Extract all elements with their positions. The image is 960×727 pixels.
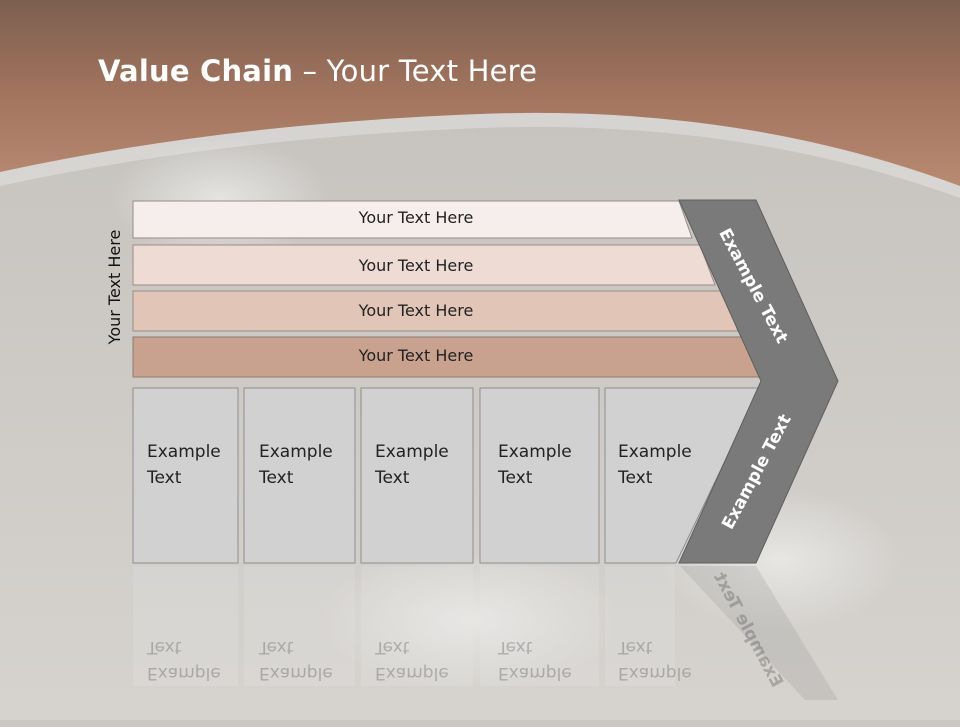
band-label-3: Your Text Here xyxy=(358,301,474,320)
band-row-2 xyxy=(132,244,716,286)
page-title: Value Chain – Your Text Here xyxy=(98,54,537,88)
title-rest: – Your Text Here xyxy=(293,54,538,88)
column-label-reflection-3: Example Text xyxy=(375,637,449,683)
column-label-reflection-1: Example Text xyxy=(147,637,221,683)
band-row-1 xyxy=(132,200,693,239)
header-swoosh xyxy=(0,112,960,198)
column-label-reflection-4: Example Text xyxy=(498,637,572,683)
column-label-1: Example Text xyxy=(147,442,221,488)
column-label-2: Example Text xyxy=(259,442,333,488)
reflection xyxy=(133,566,838,700)
column-box-5 xyxy=(604,387,761,564)
column-box-3 xyxy=(360,387,474,564)
column-label-4: Example Text xyxy=(498,442,572,488)
band-label-1: Your Text Here xyxy=(358,208,474,227)
column-box-4 xyxy=(479,387,600,564)
column-label-reflection-5: Example Text xyxy=(618,637,692,683)
column-box-1 xyxy=(132,387,239,564)
band-label-4: Your Text Here xyxy=(358,346,474,365)
header-band xyxy=(0,0,960,186)
chevron-arrow xyxy=(678,199,839,564)
column-label-5: Example Text xyxy=(618,442,692,488)
column-label-reflection-2: Example Text xyxy=(259,637,333,683)
column-label-3: Example Text xyxy=(375,442,449,488)
band-label-2: Your Text Here xyxy=(358,256,474,275)
title-bold: Value Chain xyxy=(98,54,294,88)
column-box-2 xyxy=(243,387,356,564)
